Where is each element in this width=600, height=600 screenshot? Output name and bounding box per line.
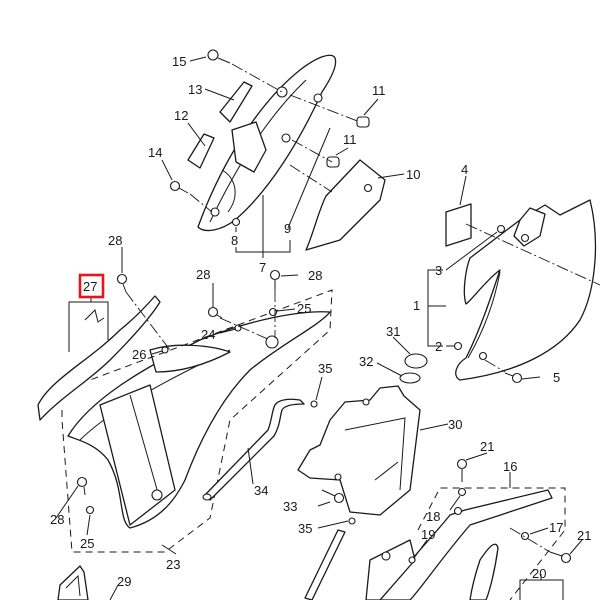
- part-20-box: [519, 579, 564, 600]
- callout-33[interactable]: 33: [283, 499, 297, 514]
- callout-25-b[interactable]: 25: [80, 536, 94, 551]
- collar-11-lower[interactable]: [326, 156, 340, 168]
- clamp-35-b[interactable]: [348, 517, 356, 525]
- callout-35-b[interactable]: 35: [298, 521, 312, 536]
- callout-23[interactable]: 23: [166, 557, 180, 572]
- callout-20[interactable]: 20: [532, 566, 546, 581]
- washer-17[interactable]: [520, 531, 530, 541]
- trim-27[interactable]: [37, 295, 161, 421]
- panel-19[interactable]: [365, 539, 416, 600]
- callout-16[interactable]: 16: [503, 459, 517, 474]
- callout-17[interactable]: 17: [549, 520, 563, 535]
- callout-7[interactable]: 7: [259, 260, 266, 275]
- callout-21-b[interactable]: 21: [577, 528, 591, 543]
- washer-25-a[interactable]: [268, 307, 278, 317]
- air-scoop-23[interactable]: [67, 311, 331, 529]
- bolt-14[interactable]: [169, 180, 189, 194]
- bolt-28-c[interactable]: [269, 269, 281, 291]
- seal-32[interactable]: [399, 372, 421, 384]
- hose-lower: [304, 529, 346, 600]
- bolt-28-b[interactable]: [207, 306, 223, 319]
- callout-15[interactable]: 15: [172, 54, 186, 69]
- callout-11-lower[interactable]: 11: [343, 132, 357, 147]
- bolt-21-b[interactable]: [549, 551, 572, 564]
- pad-4[interactable]: [445, 203, 472, 247]
- grommet-3[interactable]: [496, 224, 506, 234]
- pad-13[interactable]: [219, 81, 253, 123]
- panel-bracket: [231, 121, 267, 173]
- callout-8[interactable]: 8: [231, 233, 238, 248]
- washer-8[interactable]: [231, 217, 241, 227]
- highlight-box-27: [78, 273, 105, 299]
- callout-28-d[interactable]: 28: [50, 512, 64, 527]
- callout-27[interactable]: 27: [83, 279, 97, 294]
- callout-labels: 15 13 12 14 11 11 10 8 9 7 4 3 1 2 5 28 …: [50, 54, 591, 589]
- callout-31[interactable]: 31: [386, 324, 400, 339]
- callout-11-upper[interactable]: 11: [372, 83, 386, 98]
- callout-5[interactable]: 5: [553, 370, 560, 385]
- callout-29[interactable]: 29: [117, 574, 131, 589]
- callout-26[interactable]: 26: [132, 347, 146, 362]
- callout-4[interactable]: 4: [461, 162, 468, 177]
- callout-9[interactable]: 9: [284, 221, 291, 236]
- cap-31[interactable]: [404, 353, 428, 369]
- bolt-5[interactable]: [504, 372, 523, 384]
- scoop-16-group-outline: [417, 487, 566, 600]
- callout-32[interactable]: 32: [359, 354, 373, 369]
- washer-18[interactable]: [457, 487, 467, 497]
- bolt-21-a[interactable]: [456, 458, 468, 483]
- clamp-35-a[interactable]: [310, 400, 318, 408]
- bolt-15[interactable]: [207, 49, 231, 64]
- clip-26[interactable]: [161, 346, 169, 354]
- reservoir-tank-30[interactable]: [297, 385, 421, 516]
- grommet-2[interactable]: [453, 341, 463, 351]
- callout-18[interactable]: 18: [426, 509, 440, 524]
- washer-25-b[interactable]: [85, 505, 95, 515]
- side-cover-1[interactable]: [455, 199, 597, 381]
- leader-lines: [55, 56, 583, 600]
- hose-34[interactable]: [204, 398, 305, 501]
- callout-28-b[interactable]: 28: [196, 267, 210, 282]
- callout-12[interactable]: 12: [174, 108, 188, 123]
- callout-21-a[interactable]: 21: [480, 439, 494, 454]
- bolt-28-a[interactable]: [116, 273, 128, 293]
- pad-12[interactable]: [187, 133, 215, 169]
- callout-13[interactable]: 13: [188, 82, 202, 97]
- callout-10[interactable]: 10: [406, 167, 420, 182]
- callout-34[interactable]: 34: [254, 483, 268, 498]
- plate-10[interactable]: [305, 159, 386, 251]
- callout-14[interactable]: 14: [148, 145, 162, 160]
- callout-19[interactable]: 19: [421, 527, 435, 542]
- callout-2[interactable]: 2: [435, 339, 442, 354]
- callout-30[interactable]: 30: [448, 417, 462, 432]
- bracket-29[interactable]: [57, 565, 89, 600]
- bolt-33[interactable]: [321, 489, 345, 504]
- scoop-23-group-outline: [61, 289, 333, 553]
- callout-25-a[interactable]: 25: [297, 301, 311, 316]
- callout-1[interactable]: 1: [413, 298, 420, 313]
- callout-28-c[interactable]: 28: [308, 268, 322, 283]
- callout-28-a[interactable]: 28: [108, 233, 122, 248]
- washer-24[interactable]: [234, 324, 242, 332]
- collar-11-upper[interactable]: [356, 116, 370, 128]
- side-panel-assembly[interactable]: [197, 54, 337, 232]
- bolt-28-d[interactable]: [76, 476, 88, 496]
- callout-24[interactable]: 24: [201, 327, 215, 342]
- callout-3[interactable]: 3: [435, 263, 442, 278]
- callout-35-a[interactable]: 35: [318, 361, 332, 376]
